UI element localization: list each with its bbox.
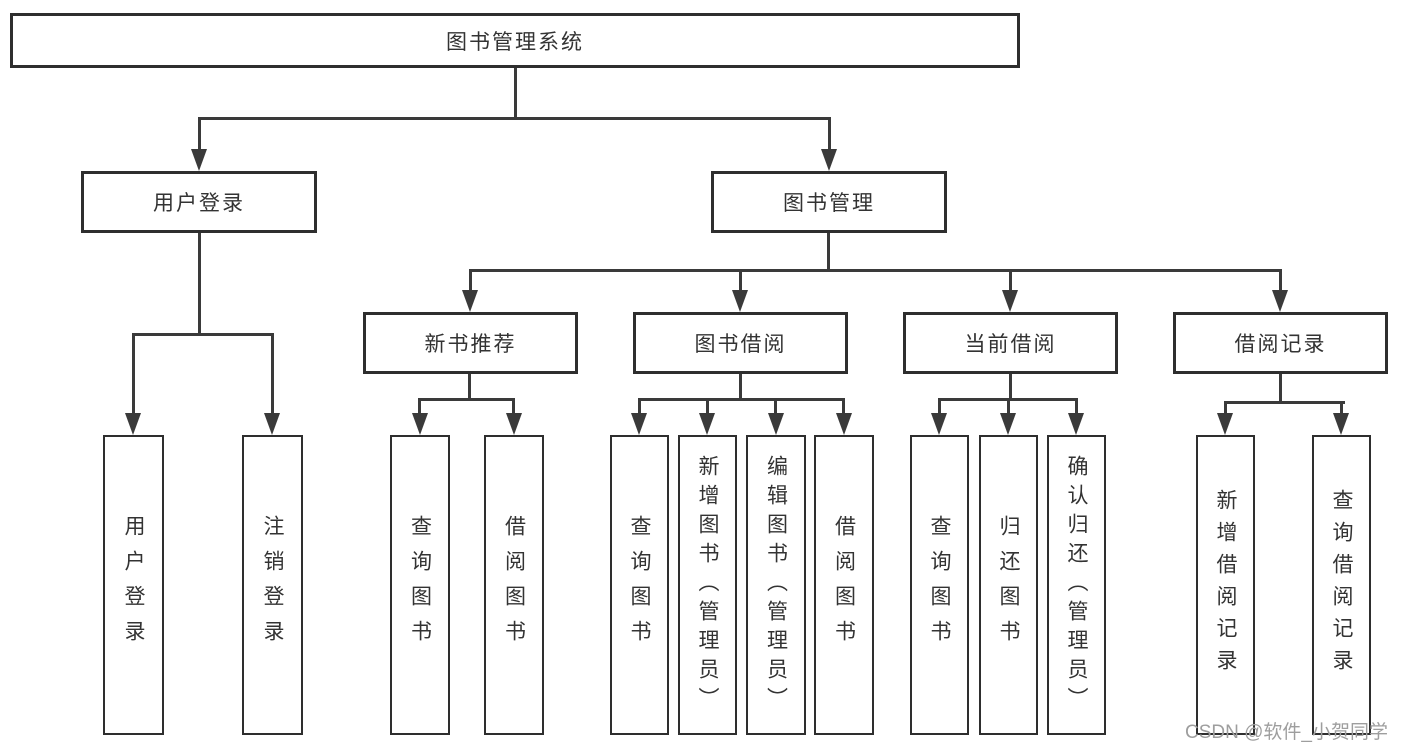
node-book-borrowing: 图书借阅 — [633, 312, 848, 374]
leaf-add-books-admin: 新增图书（管理员） — [678, 435, 737, 735]
connector-book-mgmt-drop-4 — [1279, 269, 1282, 292]
connector-borrowing-drop-4 — [842, 398, 845, 414]
connector-borrowing-rail — [638, 398, 845, 401]
connector-borrowing-drop-2 — [706, 398, 709, 414]
arrowhead-down-icon — [931, 413, 947, 435]
leaf-logout-label: 注销登录 — [261, 515, 285, 655]
node-borrowing-records-label: 借阅记录 — [1234, 333, 1327, 356]
node-current-borrowing-label: 当前借阅 — [964, 333, 1057, 356]
arrowhead-down-icon — [1002, 290, 1018, 312]
connector-recommend-drop-2 — [512, 398, 515, 414]
connector-book-mgmt-stem — [827, 233, 830, 272]
leaf-borrow-books-borrowing: 借阅图书 — [814, 435, 874, 735]
connector-records-rail — [1224, 401, 1345, 404]
connector-root-drop-left — [198, 117, 201, 151]
arrowhead-down-icon — [732, 290, 748, 312]
connector-current-drop-3 — [1075, 398, 1078, 414]
arrowhead-down-icon — [462, 290, 478, 312]
connector-book-mgmt-rail — [469, 269, 1282, 272]
leaf-search-borrow-record-label: 查询借阅记录 — [1330, 489, 1354, 681]
arrowhead-down-icon — [1333, 413, 1349, 435]
node-new-book-recommendation-label: 新书推荐 — [424, 333, 517, 356]
connector-records-drop-2 — [1340, 401, 1343, 414]
node-user-login-branch: 用户登录 — [81, 171, 317, 233]
leaf-search-books-recommend: 查询图书 — [390, 435, 450, 735]
leaf-confirm-return-admin-label: 确认归还（管理员） — [1065, 454, 1089, 716]
arrowhead-down-icon — [631, 413, 647, 435]
connector-records-stem — [1279, 374, 1282, 404]
connector-borrowing-drop-1 — [638, 398, 641, 414]
connector-current-drop-1 — [938, 398, 941, 414]
arrowhead-down-icon — [768, 413, 784, 435]
connector-user-login-drop-2 — [271, 333, 274, 413]
connector-user-login-stem — [198, 233, 201, 336]
csdn-watermark: CSDN @软件_小贺同学 — [1185, 722, 1388, 743]
connector-borrowing-stem — [739, 374, 742, 401]
arrowhead-down-icon — [506, 413, 522, 435]
node-book-borrowing-label: 图书借阅 — [694, 333, 787, 356]
connector-book-mgmt-drop-2 — [739, 269, 742, 292]
arrowhead-down-icon — [1068, 413, 1084, 435]
node-current-borrowing: 当前借阅 — [903, 312, 1118, 374]
connector-root-rail — [198, 117, 831, 120]
node-new-book-recommendation: 新书推荐 — [363, 312, 578, 374]
node-library-management-system: 图书管理系统 — [10, 13, 1020, 68]
arrowhead-down-icon — [821, 149, 837, 171]
leaf-add-books-admin-label: 新增图书（管理员） — [696, 454, 720, 716]
node-book-management-branch: 图书管理 — [711, 171, 947, 233]
leaf-logout: 注销登录 — [242, 435, 303, 735]
leaf-add-borrow-record: 新增借阅记录 — [1196, 435, 1255, 735]
leaf-borrow-books-recommend: 借阅图书 — [484, 435, 544, 735]
leaf-search-books-borrowing: 查询图书 — [610, 435, 669, 735]
connector-user-login-rail — [132, 333, 274, 336]
node-book-management-branch-label: 图书管理 — [783, 192, 875, 215]
connector-current-drop-2 — [1007, 398, 1010, 414]
leaf-borrow-books-borrowing-label: 借阅图书 — [832, 515, 856, 655]
leaf-return-books-label: 归还图书 — [997, 515, 1021, 655]
connector-root-stem — [514, 68, 517, 120]
leaf-search-books-current: 查询图书 — [910, 435, 969, 735]
arrowhead-down-icon — [412, 413, 428, 435]
leaf-add-borrow-record-label: 新增借阅记录 — [1214, 489, 1238, 681]
connector-borrowing-drop-3 — [774, 398, 777, 414]
node-user-login-branch-label: 用户登录 — [153, 192, 245, 215]
connector-recommend-rail — [418, 398, 515, 401]
arrowhead-down-icon — [191, 149, 207, 171]
connector-user-login-drop-1 — [132, 333, 135, 413]
connector-book-mgmt-drop-1 — [469, 269, 472, 292]
connector-records-drop-1 — [1224, 401, 1227, 414]
arrowhead-down-icon — [836, 413, 852, 435]
node-library-management-system-label: 图书管理系统 — [446, 30, 584, 54]
arrowhead-down-icon — [1272, 290, 1288, 312]
leaf-return-books: 归还图书 — [979, 435, 1038, 735]
leaf-confirm-return-admin: 确认归还（管理员） — [1047, 435, 1106, 735]
leaf-user-login-label: 用户登录 — [122, 515, 146, 655]
leaf-search-books-recommend-label: 查询图书 — [408, 515, 432, 655]
arrowhead-down-icon — [699, 413, 715, 435]
arrowhead-down-icon — [125, 413, 141, 435]
leaf-edit-books-admin: 编辑图书（管理员） — [746, 435, 806, 735]
connector-root-drop-right — [828, 117, 831, 151]
arrowhead-down-icon — [264, 413, 280, 435]
connector-book-mgmt-drop-3 — [1009, 269, 1012, 292]
connector-recommend-drop-1 — [418, 398, 421, 414]
leaf-edit-books-admin-label: 编辑图书（管理员） — [764, 454, 788, 716]
arrowhead-down-icon — [1217, 413, 1233, 435]
connector-recommend-stem — [468, 374, 471, 401]
connector-current-stem — [1009, 374, 1012, 401]
leaf-user-login: 用户登录 — [103, 435, 164, 735]
leaf-search-books-current-label: 查询图书 — [928, 515, 952, 655]
arrowhead-down-icon — [1000, 413, 1016, 435]
leaf-search-borrow-record: 查询借阅记录 — [1312, 435, 1371, 735]
node-borrowing-records: 借阅记录 — [1173, 312, 1388, 374]
leaf-borrow-books-recommend-label: 借阅图书 — [502, 515, 526, 655]
leaf-search-books-borrowing-label: 查询图书 — [628, 515, 652, 655]
